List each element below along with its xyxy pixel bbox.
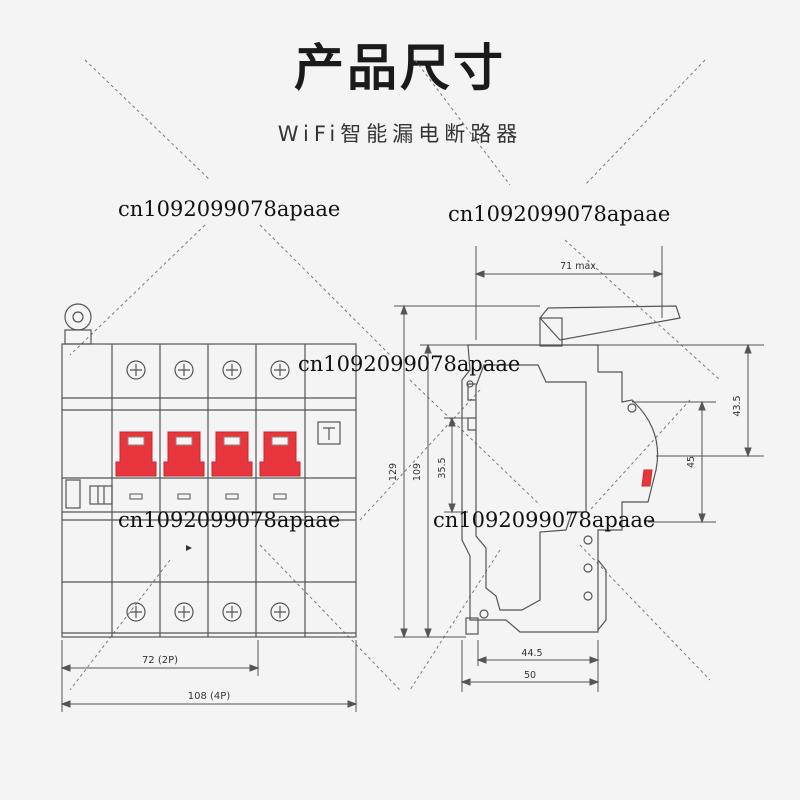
watermark-text: cn1092099078apaae bbox=[448, 202, 671, 226]
side-handle bbox=[641, 469, 653, 487]
page-title: 产品尺寸 bbox=[294, 39, 506, 97]
dim-upper-height: 43.5 bbox=[732, 395, 743, 416]
front-dimensions bbox=[60, 640, 358, 712]
watermark-lines bbox=[69, 59, 721, 691]
front-indicators bbox=[129, 493, 287, 500]
front-view bbox=[61, 303, 357, 638]
dim-front-height: 45 bbox=[686, 456, 697, 468]
dim-max-depth: 71 max bbox=[560, 261, 596, 272]
front-handles bbox=[115, 431, 301, 477]
front-terminals-top bbox=[126, 360, 290, 380]
dim-bottom-depth: 44.5 bbox=[521, 648, 542, 659]
dim-width-2p: 72 (2P) bbox=[142, 655, 178, 666]
front-handle-slots bbox=[127, 436, 289, 446]
front-terminals-bottom bbox=[126, 602, 290, 622]
watermark-text: cn1092099078apaae bbox=[298, 352, 521, 376]
front-mark bbox=[186, 545, 192, 551]
side-view bbox=[461, 305, 681, 635]
side-dimensions bbox=[394, 246, 764, 692]
watermark-text: cn1092099078apaae bbox=[118, 508, 341, 532]
watermark-text: cn1092099078apaae bbox=[433, 508, 656, 532]
watermark-text: cn1092099078apaae bbox=[118, 197, 341, 221]
dim-total-height: 129 bbox=[388, 463, 399, 481]
dim-body-height: 109 bbox=[412, 463, 423, 481]
dim-width-4p: 108 (4P) bbox=[188, 691, 231, 702]
dim-base-depth: 50 bbox=[524, 670, 536, 681]
dim-handle-offset: 35.5 bbox=[437, 457, 448, 478]
